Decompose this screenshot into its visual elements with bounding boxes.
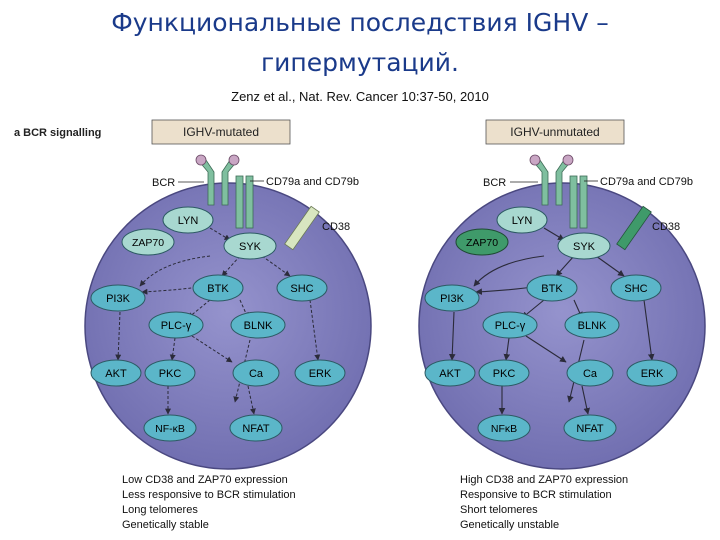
right-header-box [485,119,625,145]
left-node-shc-label: SHC [290,283,313,295]
left-node-plc [148,311,204,339]
right-caption-line: Responsive to BCR stimulation [460,489,612,501]
right-panel: IGHV-unmutated BCR CD79a and CD79b CD38 [418,119,706,470]
left-node-ca-label: Ca [249,368,264,380]
right-node-pkc [478,359,530,387]
left-caption-line: Low CD38 and ZAP70 expression [122,474,288,486]
left-node-syk-label: SYK [239,241,262,253]
left-header-box [151,119,291,145]
right-node-syk-label: SYK [573,241,596,253]
right-node-zap70 [455,228,509,256]
left-node-akt [90,359,142,387]
slide-title-line2: гипермутаций. [261,48,459,77]
right-node-nfkb [477,414,531,442]
left-node-nfkb-label: NF-κB [155,423,185,435]
left-node-nfat-label: NFAT [242,423,270,435]
right-cd79-label: CD79a and CD79b [600,176,693,188]
right-cd38-label: CD38 [652,221,680,233]
left-cd38-label: CD38 [322,221,350,233]
right-node-shc-label: SHC [624,283,647,295]
left-node-lyn [162,206,214,234]
left-node-erk [294,359,346,387]
right-node-plc-label: PLC-γ [495,320,526,332]
left-caption: Low CD38 and ZAP70 expression Less respo… [122,473,296,533]
right-node-plc [482,311,538,339]
left-cd38 [284,205,320,251]
right-node-blnk-label: BLNK [578,320,607,332]
right-caption: High CD38 and ZAP70 expression Responsiv… [460,473,628,533]
right-node-blnk [564,311,620,339]
right-node-erk-label: ERK [641,368,664,380]
right-node-nfkb-label: NFκB [491,423,517,435]
left-cd79-label: CD79a and CD79b [266,176,359,188]
right-nodes: LYN ZAP70 SYK PI3K BTK SHC PLC-γ BLNK AK… [424,206,678,442]
left-bcr-receptor [195,154,254,229]
left-node-nfkb [143,414,197,442]
right-node-btk-label: BTK [541,283,563,295]
left-caption-line: Genetically stable [122,519,209,531]
right-node-ca [566,359,614,387]
right-node-ca-label: Ca [583,368,598,380]
left-node-syk [223,232,277,260]
left-node-shc [276,274,328,302]
right-bcr-label: BCR [483,177,506,189]
right-bcr-receptor [529,154,588,229]
right-node-erk [626,359,678,387]
left-node-btk-label: BTK [207,283,229,295]
left-node-plc-label: PLC-γ [161,320,192,332]
right-node-nfat-label: NFAT [576,423,604,435]
left-node-btk [192,274,244,302]
right-node-akt [424,359,476,387]
slide-title-line1: Функциональные последствия IGHV – [111,8,609,37]
right-header: IGHV-unmutated [510,125,599,139]
left-node-zap70 [121,228,175,256]
right-node-nfat [563,414,617,442]
right-node-lyn [496,206,548,234]
left-node-zap70-label: ZAP70 [132,237,164,249]
left-node-akt-label: AKT [105,368,127,380]
right-node-pi3k-label: PI3K [440,293,465,305]
left-nodes: LYN ZAP70 SYK PI3K BTK SHC PLC-γ BLNK AK… [90,206,346,442]
left-node-pkc [144,359,196,387]
left-node-pi3k-label: PI3K [106,293,131,305]
right-caption-line: Short telomeres [460,504,538,516]
right-node-pi3k [424,284,480,312]
left-bcr-label: BCR [152,177,175,189]
left-node-pi3k [90,284,146,312]
panel-label: a BCR signalling [14,127,101,139]
citation: Zenz et al., Nat. Rev. Cancer 10:37-50, … [231,89,489,104]
left-node-blnk [230,311,286,339]
left-node-pkc-label: PKC [159,368,182,380]
left-node-lyn-label: LYN [178,215,199,227]
right-node-shc [610,274,662,302]
right-caption-line: Genetically unstable [460,519,560,531]
right-node-syk [557,232,611,260]
right-node-akt-label: AKT [439,368,461,380]
left-node-nfat [229,414,283,442]
left-node-blnk-label: BLNK [244,320,273,332]
right-cd38 [616,205,652,251]
right-node-lyn-label: LYN [512,215,533,227]
left-node-ca [232,359,280,387]
right-node-pkc-label: PKC [493,368,516,380]
right-node-zap70-label: ZAP70 [466,237,498,249]
right-node-btk [526,274,578,302]
right-caption-line: High CD38 and ZAP70 expression [460,474,629,486]
left-panel: IGHV-mutated BCR CD79a and CD79b CD38 [84,119,372,470]
left-caption-line: Less responsive to BCR stimulation [122,489,296,501]
left-node-erk-label: ERK [309,368,332,380]
left-header: IGHV-mutated [183,125,259,139]
left-caption-line: Long telomeres [122,504,198,516]
